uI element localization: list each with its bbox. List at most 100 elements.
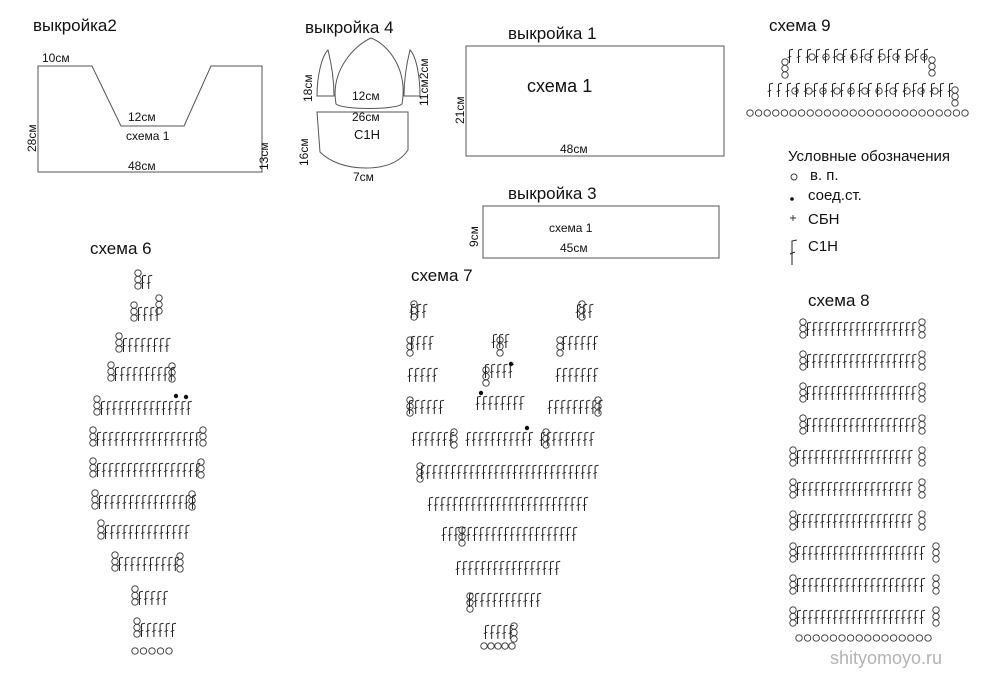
dc-stitch [487, 464, 494, 480]
chain-stitch [594, 402, 602, 411]
dc-stitch [564, 526, 572, 542]
dc-stitch [479, 592, 487, 608]
dc-stitch [844, 481, 852, 497]
dc-stitch [115, 494, 123, 510]
dc-stitch [842, 385, 850, 401]
dc-stitch [807, 449, 815, 465]
chain-stitch [199, 432, 207, 441]
chain-stitch [89, 463, 97, 472]
scheme-8-stitches [789, 318, 940, 642]
chain-stitch [789, 510, 797, 518]
chain-stitch [924, 634, 932, 642]
dc-stitch [856, 513, 864, 529]
dc-stitch [887, 449, 895, 465]
dc-stitch [435, 431, 443, 447]
dc-stitch [438, 399, 445, 415]
dc-stitch [107, 431, 115, 447]
dc-stitch [817, 417, 825, 433]
chain-stitch [133, 630, 141, 638]
chain-stitch [176, 558, 184, 567]
chain-stitch [797, 109, 806, 117]
dc-stitch [813, 513, 821, 529]
dc-stitch [860, 417, 868, 433]
dc-stitch [506, 395, 513, 411]
dc-stitch [825, 577, 833, 593]
dc-stitch [476, 496, 484, 512]
dc-stitch [544, 496, 552, 512]
chain-stitch [805, 87, 813, 95]
dc-stitch [875, 513, 883, 529]
dc-stitch [879, 417, 887, 433]
chain-stitch [855, 634, 863, 642]
chain-stitch [556, 342, 564, 351]
dc-stitch [127, 494, 135, 510]
dc-stitch [169, 622, 177, 638]
chain-stitch [833, 87, 841, 95]
dc-stitch [563, 431, 571, 447]
scheme-7-title: схема 7 [411, 266, 473, 285]
dc-stitch [886, 48, 893, 64]
dc-stitch [134, 494, 141, 510]
dc-stitch [811, 385, 819, 401]
dc-stitch [801, 513, 809, 529]
chain-stitch [858, 109, 866, 117]
dc-stitch [813, 577, 821, 593]
dc-stitch [119, 462, 127, 478]
dc-stitch [592, 464, 600, 480]
dc-stitch [179, 400, 187, 416]
dc-stitch [471, 431, 478, 447]
dc-stitch [523, 560, 530, 576]
dc-stitch [785, 82, 792, 98]
dc-stitch [561, 367, 568, 383]
dc-stitch [462, 464, 470, 480]
legend-label-slip: соед.ст. [808, 187, 862, 204]
chain-stitch [789, 478, 797, 486]
chain-stitch [130, 301, 138, 309]
dc-stitch [109, 524, 116, 540]
dc-stitch [166, 556, 174, 572]
chain-stitch [155, 300, 163, 309]
dc-stitch [900, 545, 908, 561]
dc-stitch [911, 82, 918, 98]
pattern-2: выкройка2 10см 12см схема 1 48см 28см 13… [25, 16, 271, 173]
chain-stitch [89, 470, 97, 478]
chain-stitch [93, 401, 101, 410]
dc-stitch [817, 321, 825, 337]
dc-stitch [819, 577, 827, 593]
dc-stitch [863, 545, 871, 561]
dc-stitch [844, 513, 852, 529]
dc-stitch [518, 464, 525, 480]
watermark: shityomoyo.ru [830, 648, 942, 668]
dc-stitch [146, 494, 154, 510]
dc-stitch [162, 366, 170, 382]
dc-stitch [125, 462, 133, 478]
dc-stitch [869, 545, 877, 561]
dc-stitch [431, 464, 439, 480]
dc-stitch [581, 496, 589, 512]
dc-stitch [519, 496, 527, 512]
chain-stitch [772, 109, 780, 117]
dc-stitch [172, 556, 180, 572]
dc-stitch [881, 481, 889, 497]
chain-stitch [918, 478, 926, 486]
dc-stitch [563, 496, 571, 512]
dc-stitch [848, 82, 855, 98]
dc-stitch [107, 462, 115, 478]
dc-stitch [156, 462, 164, 478]
pattern-2-left-height: 28см [25, 124, 39, 152]
dc-stitch [522, 592, 530, 608]
scheme-9: схема 9 [746, 16, 969, 117]
dc-stitch [125, 366, 133, 382]
dc-stitch [542, 464, 550, 480]
chain-stitch [115, 345, 123, 353]
chain-stitch [799, 395, 807, 403]
chain-stitch [789, 109, 797, 117]
dc-stitch [509, 526, 516, 542]
dc-stitch [421, 303, 429, 319]
dc-stitch [156, 431, 164, 447]
chain-stitch [951, 92, 959, 101]
dc-stitch [483, 363, 490, 379]
dc-stitch [844, 449, 852, 465]
dc-stitch [492, 560, 499, 576]
